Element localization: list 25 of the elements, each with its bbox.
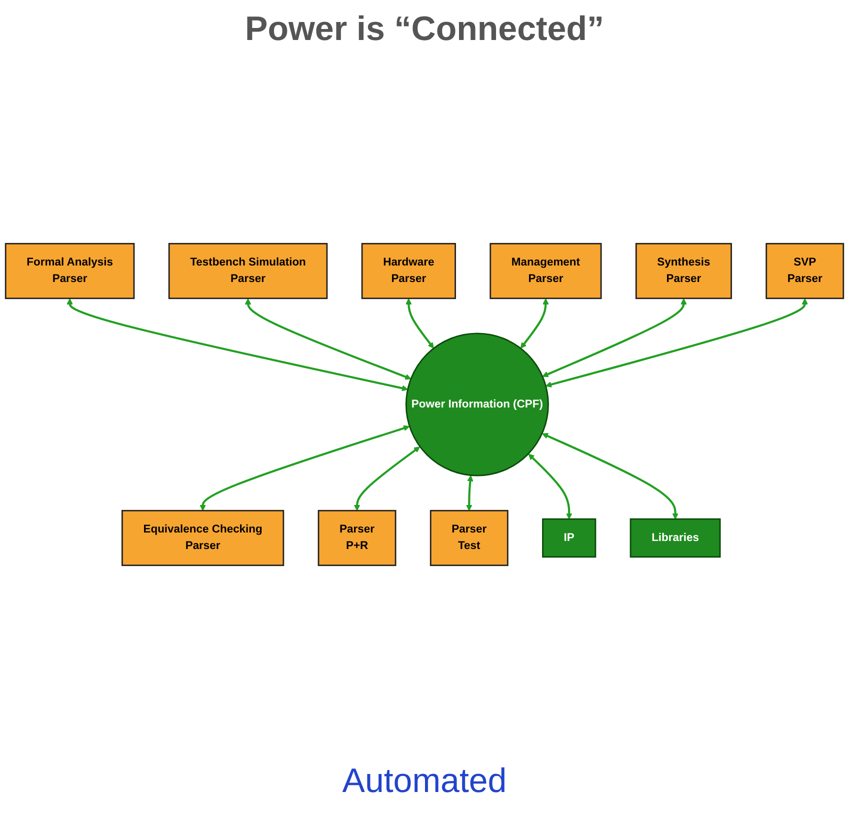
- node-box: Parser Test: [430, 510, 508, 566]
- arrow: [66, 298, 408, 392]
- node-box: SVP Parser: [766, 242, 844, 300]
- arrow: [546, 298, 808, 388]
- arrow: [542, 433, 678, 520]
- arrow: [542, 298, 687, 378]
- node-box: Testbench Simulation Parser: [168, 242, 328, 300]
- arrow: [244, 298, 412, 380]
- node-box: Libraries: [630, 518, 721, 558]
- node-box: Equivalence Checking Parser: [121, 510, 284, 566]
- footer-text: Automated: [342, 762, 507, 801]
- arrow: [520, 298, 549, 349]
- arrow: [354, 446, 420, 511]
- diagram-title: Power is “Connected”: [245, 10, 604, 49]
- node-box: Formal Analysis Parser: [4, 242, 135, 300]
- arrow: [406, 298, 434, 349]
- node-box: IP: [542, 518, 596, 558]
- arrow: [466, 475, 474, 511]
- node-box: Management Parser: [490, 242, 602, 300]
- node-circle: Power Information (CPF): [405, 332, 549, 476]
- arrow: [200, 425, 410, 511]
- node-box: Parser P+R: [318, 510, 396, 566]
- arrow: [528, 454, 572, 520]
- node-box: Hardware Parser: [361, 242, 456, 300]
- node-box: Synthesis Parser: [635, 242, 732, 300]
